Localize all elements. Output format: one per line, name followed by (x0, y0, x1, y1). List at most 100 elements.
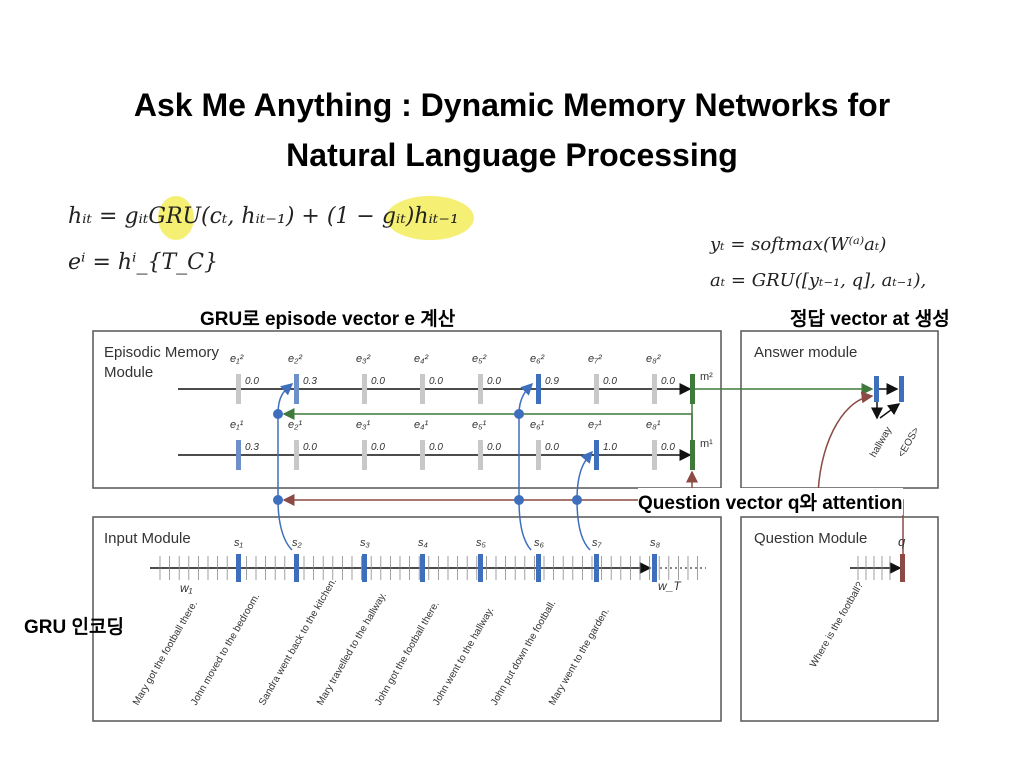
episodic-top-gate-3 (362, 374, 367, 404)
answer-feedback-arrow (879, 403, 901, 419)
input-sentence-state-8 (652, 554, 657, 582)
memory-m1-bar (690, 440, 695, 470)
input-sentence-text-4: Mary travelled to the hallway. (315, 590, 389, 707)
attention-curve-s2-top (277, 383, 294, 415)
episodic-bottom-label-3: e₃¹ (356, 419, 370, 431)
input-to-episodic-s6 (518, 414, 532, 551)
episodic-top-value-6: 0.9 (545, 376, 559, 387)
episodic-top-label-7: e₇² (588, 353, 602, 365)
annotation-answer-generation: 정답 vector at 생성 (790, 309, 950, 330)
episodic-top-gate-5 (478, 374, 483, 404)
input-sentence-label-7: s₇ (592, 537, 603, 549)
answer-state-2 (899, 376, 904, 402)
title-line-1: Ask Me Anything : Dynamic Memory Network… (133, 87, 891, 123)
input-sentence-label-8: s₈ (650, 537, 661, 549)
input-to-episodic-s2 (277, 414, 293, 551)
episodic-memory-module-box (92, 330, 722, 489)
highlight-gate (158, 196, 194, 240)
input-sentence-state-4 (420, 554, 425, 582)
question-to-answer-arrow (817, 391, 874, 501)
question-state-bar (900, 554, 905, 582)
episodic-bottom-label-8: e₈¹ (646, 419, 661, 431)
input-sentence-text-5: John got the football there. (373, 599, 442, 707)
annotation-question-attention: Question vector q와 attention (638, 488, 903, 515)
question-word-ticks (857, 556, 891, 580)
question-module-title: Question Module (754, 530, 867, 547)
question-text: Where is the football? (808, 580, 866, 670)
input-sentence-label-6: s₆ (534, 537, 545, 549)
input-sentence-label-4: s₄ (418, 537, 428, 549)
episodic-bottom-gate-2 (294, 440, 299, 470)
input-sentence-state-2 (294, 554, 299, 582)
episodic-top-gate-8 (652, 374, 657, 404)
episodic-bottom-label-7: e₇¹ (588, 419, 602, 431)
highlight-one-minus-gate (386, 196, 474, 240)
input-sentence-text-7: John put down the football. (489, 598, 558, 707)
input-w-start: w₁ (180, 581, 193, 595)
episodic-bottom-row: e₁¹0.3e₂¹0.0e₃¹0.0e₄¹0.0e₅¹0.0e₆¹0.0e₇¹1… (230, 419, 675, 470)
episodic-top-gate-1 (236, 374, 241, 404)
episodic-top-gate-7 (594, 374, 599, 404)
input-sentence-label-3: s₃ (360, 537, 371, 549)
episodic-bottom-label-2: e₂¹ (288, 419, 302, 431)
episodic-bottom-value-5: 0.0 (487, 442, 501, 453)
input-sentence-state-3 (362, 554, 367, 582)
episodic-top-gate-2 (294, 374, 299, 404)
episodic-top-gate-6 (536, 374, 541, 404)
episodic-top-label-4: e₄² (414, 353, 429, 365)
annotation-gru-encoding: GRU 인코딩 (24, 617, 124, 638)
episodic-bottom-value-8: 0.0 (661, 442, 675, 453)
question-attention-arrow (282, 494, 904, 555)
episodic-top-label-8: e₈² (646, 353, 661, 365)
episodic-bottom-value-7: 1.0 (603, 442, 617, 453)
attention-curve-s7-bottom (576, 450, 593, 501)
question-q-label: q (898, 534, 906, 549)
input-sentence-label-5: s₅ (476, 537, 487, 549)
episodic-bottom-gate-4 (420, 440, 425, 470)
input-sentence-text-6: John went to the hallway. (431, 605, 496, 707)
episodic-bottom-value-4: 0.0 (429, 442, 443, 453)
episodic-top-value-1: 0.0 (245, 376, 259, 387)
episodic-top-value-4: 0.0 (429, 376, 443, 387)
answer-output-eos: <EOS> (896, 425, 922, 459)
input-sentence-state-6 (536, 554, 541, 582)
input-sentence-text-8: Mary went to the garden. (547, 606, 612, 707)
input-sentence-text-1: Mary got the football there. (131, 599, 200, 708)
episodic-module-title-1: Episodic Memory (104, 344, 220, 361)
input-sentence-state-7 (594, 554, 599, 582)
question-module-box (740, 516, 939, 722)
answer-state-1 (874, 376, 879, 402)
input-sentence-state-1 (236, 554, 241, 582)
memory-m2-label: m² (700, 371, 713, 383)
episodic-bottom-value-6: 0.0 (545, 442, 559, 453)
episodic-bottom-gate-1 (236, 440, 241, 470)
episodic-bottom-gate-7 (594, 440, 599, 470)
episodic-top-row: e₁²0.0e₂²0.3e₃²0.0e₄²0.0e₅²0.0e₆²0.9e₇²0… (230, 353, 675, 404)
input-sentence-state-5 (478, 554, 483, 582)
input-sentence-label-1: s₁ (234, 537, 244, 549)
episodic-top-label-5: e₅² (472, 353, 487, 365)
annotation-gru-episode: GRU로 episode vector e 계산 (200, 309, 456, 330)
episodic-bottom-label-1: e₁¹ (230, 419, 244, 431)
episodic-top-value-2: 0.3 (303, 376, 317, 387)
memory-m2-bar (690, 374, 695, 404)
input-module-title: Input Module (104, 530, 191, 547)
episodic-top-label-1: e₁² (230, 353, 244, 365)
attention-curve-s6-top (518, 382, 534, 415)
equation-a-def: aₜ = GRU([yₜ₋₁, q], aₜ₋₁), (710, 270, 927, 291)
episodic-bottom-gate-6 (536, 440, 541, 470)
episodic-top-value-3: 0.0 (371, 376, 385, 387)
episodic-top-label-3: e₃² (356, 353, 370, 365)
equation-e-def: eⁱ = hⁱ_{T_C} (68, 250, 218, 275)
input-sentence-label-2: s₂ (292, 537, 303, 549)
input-word-ticks (159, 556, 698, 580)
input-to-episodic-s7 (576, 499, 591, 551)
memory-m1-label: m¹ (700, 438, 713, 450)
episodic-bottom-value-3: 0.0 (371, 442, 385, 453)
episodic-top-value-7: 0.0 (603, 376, 617, 387)
episodic-bottom-gate-5 (478, 440, 483, 470)
episodic-module-title-2: Module (104, 364, 153, 381)
episodic-bottom-label-6: e₆¹ (530, 419, 545, 431)
